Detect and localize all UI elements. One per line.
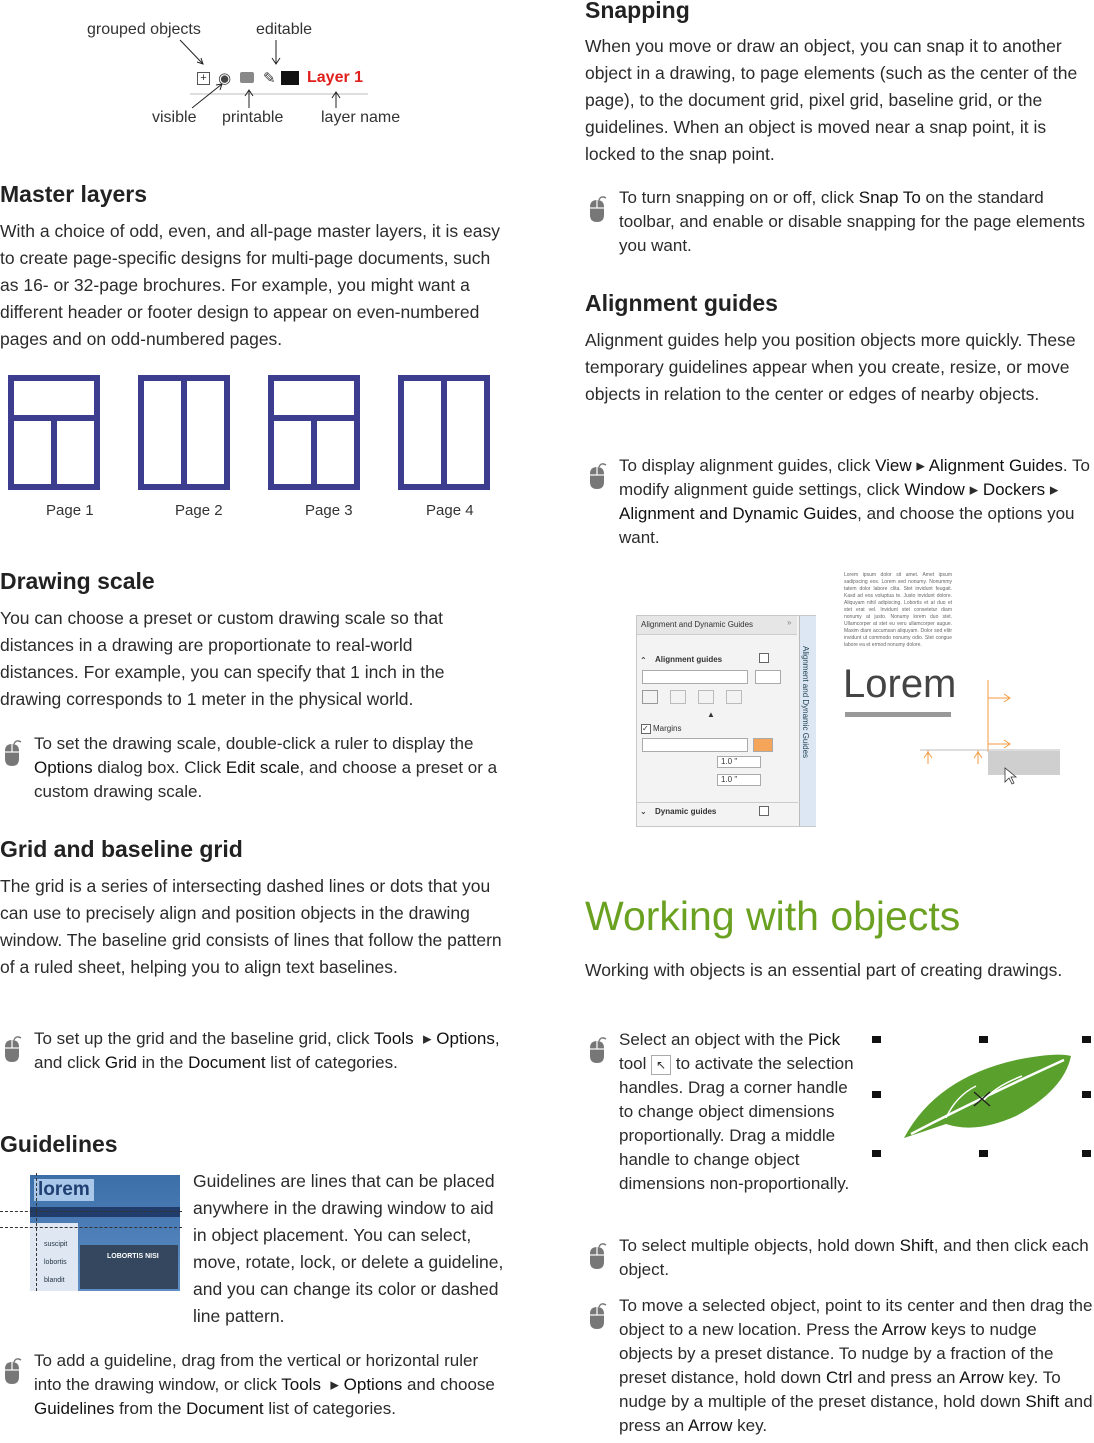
alignment-guides-heading: Alignment guides (585, 290, 778, 316)
page-label-2: Page 2 (175, 502, 223, 519)
guidelines-body: Guidelines are lines that can be placed … (193, 1171, 504, 1326)
mouse-tip-icon (5, 1358, 22, 1384)
snapping-body: When you move or draw an object, you can… (585, 36, 1078, 164)
drawing-scale-body: You can choose a preset or custom drawin… (0, 608, 445, 709)
page-label-3: Page 3 (305, 502, 353, 519)
label-editable: editable (256, 21, 313, 38)
page-label-1: Page 1 (46, 502, 94, 519)
grid-body: The grid is a series of intersecting das… (0, 876, 502, 977)
working-with-objects-title: Working with objects (585, 893, 961, 939)
shot-logo: lorem (34, 1179, 94, 1201)
multiple-select-tip: To select multiple objects, hold down Sh… (619, 1236, 1089, 1279)
shot-item-2: lobortis (44, 1259, 67, 1266)
guide-style-dropdown[interactable] (755, 670, 781, 684)
dynamic-guides-checkbox[interactable] (759, 806, 769, 816)
snapping-tip: To turn snapping on or off, click Snap T… (619, 188, 1085, 255)
mouse-tip-icon (590, 463, 607, 489)
docker-section-alignment: Alignment guides (655, 655, 723, 664)
mouse-tip-icon (590, 1303, 607, 1329)
page-layout-1 (8, 375, 100, 490)
pick-tool-icon: ↖ (651, 1054, 672, 1075)
label-grouped-objects: grouped objects (87, 21, 201, 38)
docker-side-tab[interactable]: Alignment and Dynamic Guides (801, 646, 810, 759)
align-mode-buttons[interactable] (642, 690, 746, 704)
grid-heading: Grid and baseline grid (0, 836, 243, 862)
drawing-scale-tip: To set the drawing scale, double-click a… (34, 734, 498, 801)
move-object-tip: To move a selected object, point to its … (619, 1296, 1093, 1435)
page-label-4: Page 4 (426, 502, 474, 519)
docker-title: Alignment and Dynamic Guides (641, 620, 754, 629)
lorem-small-text: Lorem ipsum dolor sit amet. Amet ipsum s… (844, 572, 952, 648)
expand-plus-icon[interactable]: + (197, 72, 210, 85)
label-visible: visible (152, 109, 197, 126)
guidelines-heading: Guidelines (0, 1131, 118, 1157)
docker-section-dynamic: Dynamic guides (655, 807, 717, 816)
label-printable: printable (222, 109, 284, 126)
layer-name-text[interactable]: Layer 1 (307, 69, 364, 86)
page-layout-2 (138, 375, 230, 490)
label-layer-name: layer name (321, 109, 401, 126)
mouse-tip-icon (590, 1243, 607, 1269)
leaf-selection-figure (872, 1036, 1091, 1157)
alignment-guide-lines (920, 680, 1060, 785)
margin-value-1[interactable]: 1.0 " (717, 756, 761, 768)
snapping-heading: Snapping (585, 0, 690, 23)
lorem-underline-bar (845, 712, 951, 717)
docker-collapse-icon[interactable]: ⌃ (640, 656, 647, 665)
guidelines-tip: To add a guideline, drag from the vertic… (34, 1351, 495, 1418)
docker-margins-label: Margins (653, 724, 682, 733)
alignment-guides-tip: To display alignment guides, click View … (619, 456, 1090, 547)
lorem-big-text: Lorem (843, 662, 957, 706)
docker-expand-icon[interactable]: » (787, 618, 792, 627)
guidelines-screenshot: lorem suscipit lobortis blandit LOBORTIS… (0, 1173, 182, 1291)
pencil-icon[interactable]: ✎ (263, 70, 276, 87)
printer-icon[interactable] (240, 72, 254, 83)
drawing-scale-heading: Drawing scale (0, 568, 155, 594)
shot-item-1: suscipit (44, 1241, 68, 1248)
pick-tool-tip-a: Select an object with the Pick tool ↖ to… (619, 1030, 854, 1193)
working-body: Working with objects is an essential par… (585, 960, 1063, 980)
page-layout-4 (398, 375, 490, 490)
alignment-guides-body: Alignment guides help you position objec… (585, 330, 1076, 404)
shot-banner: LOBORTIS NISI (107, 1253, 159, 1260)
margins-checkbox[interactable]: ✓ (641, 724, 651, 734)
margin-color-swatch[interactable] (753, 738, 773, 752)
grid-tip: To set up the grid and the baseline grid… (34, 1029, 500, 1072)
layer-color-swatch[interactable] (281, 71, 299, 85)
alignment-docker-panel: Alignment and Dynamic Guides » Alignment… (636, 615, 816, 827)
page-layout-3 (268, 375, 360, 490)
layer-row-graphic (179, 39, 368, 109)
guide-color-dropdown[interactable] (642, 670, 748, 684)
mouse-tip-icon (590, 1037, 607, 1063)
mouse-tip-icon (5, 740, 22, 766)
master-layers-body: With a choice of odd, even, and all-page… (0, 221, 500, 349)
mouse-tip-icon (590, 196, 607, 222)
alignment-guides-checkbox[interactable] (759, 653, 769, 663)
master-layers-heading: Master layers (0, 181, 148, 207)
mouse-tip-icon (5, 1036, 22, 1062)
margin-line-dropdown[interactable] (642, 738, 748, 752)
margin-value-2[interactable]: 1.0 " (717, 774, 761, 786)
eye-icon[interactable]: ◉ (218, 70, 232, 87)
shot-item-3: blandit (44, 1277, 65, 1284)
